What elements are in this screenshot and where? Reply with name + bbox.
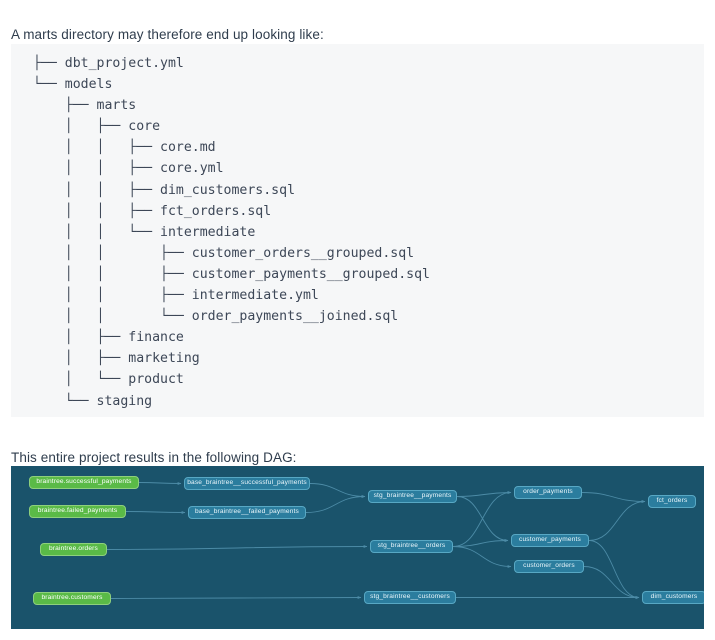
dag-node-label: customer_payments: [519, 536, 581, 544]
dag-node-stg_braintree__payments[interactable]: stg_braintree__payments: [368, 490, 457, 503]
dag-node-fct_orders[interactable]: fct_orders: [648, 495, 696, 508]
dag-edge-stg_braintree__payments-to-order_payments: [456, 491, 512, 497]
directory-tree-text: ├── dbt_project.yml └── models ├── marts…: [33, 56, 430, 409]
dag-node-stg_braintree__customers[interactable]: stg_braintree__customers: [364, 591, 456, 604]
dag-node-label: dim_customers: [650, 593, 698, 601]
intro-paragraph: A marts directory may therefore end up l…: [11, 26, 324, 42]
dag-node-dim_customers[interactable]: dim_customers: [642, 591, 704, 604]
dag-node-braintree_failed_payments[interactable]: braintree.failed_payments: [29, 505, 126, 518]
directory-tree-code-block: ├── dbt_project.yml └── models ├── marts…: [11, 44, 704, 417]
dag-edge-layer: [106, 482, 646, 599]
dag-edge-customer_payments-to-dim_customers: [588, 540, 640, 599]
dag-node-label: fct_orders: [656, 497, 688, 505]
dag-edge-braintree_orders-to-stg_braintree__orders: [106, 545, 368, 550]
dag-node-label: braintree.orders: [49, 545, 98, 553]
dag-node-label: braintree.failed_payments: [37, 507, 118, 515]
dag-node-order_payments[interactable]: order_payments: [514, 486, 582, 499]
dag-node-label: order_payments: [523, 488, 573, 496]
dag-edge-stg_braintree__orders-to-order_payments: [452, 491, 512, 547]
dag-edge-stg_braintree__orders-to-customer_orders: [452, 546, 512, 568]
dag-node-braintree_successful_payments[interactable]: braintree.successful_payments: [29, 476, 139, 489]
dag-node-label: base_braintree__failed_payments: [195, 508, 299, 516]
dag-edge-base_braintree__successful_payments-to-stg_braintree__payments: [309, 483, 366, 498]
dag-edge-braintree_customers-to-stg_braintree__customers: [110, 596, 362, 599]
dag-caption: This entire project results in the follo…: [11, 449, 297, 465]
dag-edge-order_payments-to-fct_orders: [581, 492, 646, 503]
dag-node-base_braintree__failed_payments[interactable]: base_braintree__failed_payments: [188, 506, 306, 519]
dag-node-label: stg_braintree__customers: [370, 593, 450, 601]
dag-diagram[interactable]: braintree.successful_payments braintree.f…: [11, 466, 704, 629]
dag-edge-base_braintree__failed_payments-to-stg_braintree__payments: [305, 495, 366, 513]
dag-node-braintree_customers[interactable]: braintree.customers: [33, 592, 111, 605]
dag-node-label: braintree.successful_payments: [36, 478, 132, 486]
dag-edge-stg_braintree__orders-to-customer_payments: [452, 539, 509, 547]
dag-node-label: stg_braintree__orders: [377, 542, 446, 550]
dag-node-label: braintree.customers: [41, 594, 103, 602]
dag-edge-customer_payments-to-fct_orders: [588, 500, 646, 541]
dag-edge-customer_orders-to-dim_customers: [583, 566, 640, 599]
dag-node-stg_braintree__orders[interactable]: stg_braintree__orders: [370, 540, 453, 553]
dag-node-base_braintree__successful_payments[interactable]: base_braintree__successful_payments: [184, 477, 310, 490]
dag-node-customer_payments[interactable]: customer_payments: [511, 534, 589, 547]
dag-node-label: customer_orders: [523, 562, 575, 570]
dag-node-braintree_orders[interactable]: braintree.orders: [40, 543, 107, 556]
dag-node-label: stg_braintree__payments: [373, 492, 452, 500]
dag-node-label: base_braintree__successful_payments: [187, 479, 307, 487]
dag-edge-braintree_successful_payments-to-base_braintree__successful_payments: [138, 482, 182, 485]
dag-edge-braintree_failed_payments-to-base_braintree__failed_payments: [125, 511, 186, 514]
dag-node-customer_orders[interactable]: customer_orders: [514, 560, 584, 573]
